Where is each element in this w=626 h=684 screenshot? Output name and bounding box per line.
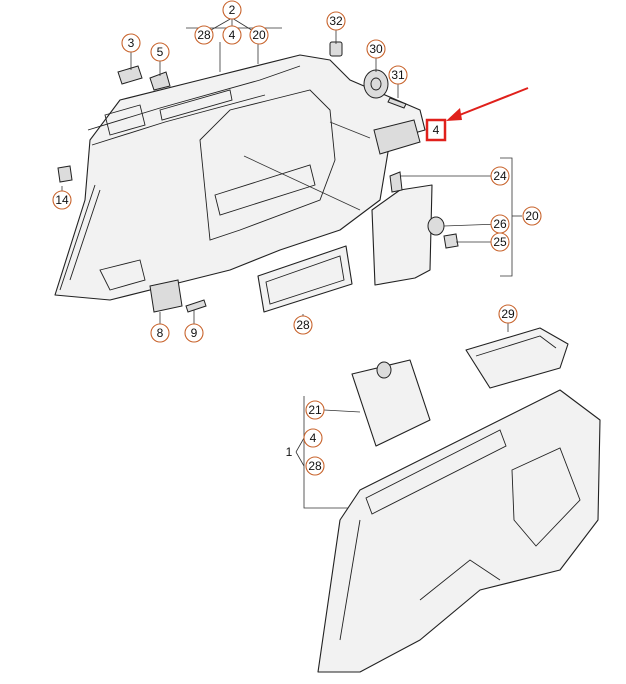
callout-32: 32 [326,11,346,31]
clip-25-part [443,233,459,249]
callout-3: 3 [121,33,141,53]
svg-text:3: 3 [128,36,135,50]
callout-29: 29 [498,304,518,324]
svg-text:29: 29 [501,307,515,321]
lower-side-trim-panel [317,389,601,673]
callout-20-top: 20 [249,25,269,45]
svg-text:9: 9 [191,326,198,340]
svg-text:4: 4 [229,28,236,42]
callout-4-highlighted: 4 [433,123,440,137]
callout-14: 14 [52,190,72,210]
callout-1: 1 [286,445,293,459]
callout-4-top: 4 [222,25,242,45]
svg-text:30: 30 [369,42,383,56]
svg-text:2: 2 [229,3,236,17]
svg-text:20: 20 [525,209,539,223]
svg-text:8: 8 [157,326,164,340]
screw-31-part [387,97,407,109]
svg-text:24: 24 [493,169,507,183]
callout-9: 9 [184,323,204,343]
callout-2: 2 [222,0,242,20]
callout-28-lower: 28 [305,456,325,476]
light-4-part [373,119,421,155]
callout-8: 8 [150,323,170,343]
svg-text:31: 31 [391,68,405,82]
cover-21-part [351,359,431,447]
knob-26-part [427,216,445,236]
highlight-box [425,118,447,142]
callout-28-mid: 28 [293,315,313,335]
callout-25: 25 [490,232,510,252]
callout-20-right: 20 [522,206,542,226]
callout-31: 31 [388,65,408,85]
svg-text:4: 4 [433,123,440,137]
upper-side-trim-panel [54,54,426,301]
cover-panel-part [371,184,433,286]
bolt-24-part [389,171,403,193]
highlight-arrow [446,87,529,121]
grille-28-part [257,245,353,313]
callout-24: 24 [490,166,510,186]
screw-9-part [185,299,207,313]
hook-30-part [363,69,389,99]
svg-text:21: 21 [308,403,322,417]
svg-text:20: 20 [252,28,266,42]
callout-4-lower: 4 [303,428,323,448]
clip-5-part [149,71,171,91]
clip-14-part [57,165,73,183]
svg-text:32: 32 [329,14,343,28]
svg-text:14: 14 [55,193,69,207]
callout-28-top: 28 [194,25,214,45]
hook-8-part [149,279,183,313]
svg-text:26: 26 [493,217,507,231]
svg-text:25: 25 [493,235,507,249]
clip-3-part [117,65,143,85]
callout-21: 21 [305,400,325,420]
svg-text:28: 28 [308,459,322,473]
svg-text:1: 1 [286,445,293,459]
svg-text:4: 4 [310,431,317,445]
svg-text:28: 28 [296,318,310,332]
callout-26: 26 [490,214,510,234]
storage-tray-29-part [465,327,569,389]
nut-32-part [329,41,343,57]
callout-30: 30 [366,39,386,59]
svg-text:28: 28 [197,28,211,42]
callout-5: 5 [150,42,170,62]
svg-text:5: 5 [157,45,164,59]
